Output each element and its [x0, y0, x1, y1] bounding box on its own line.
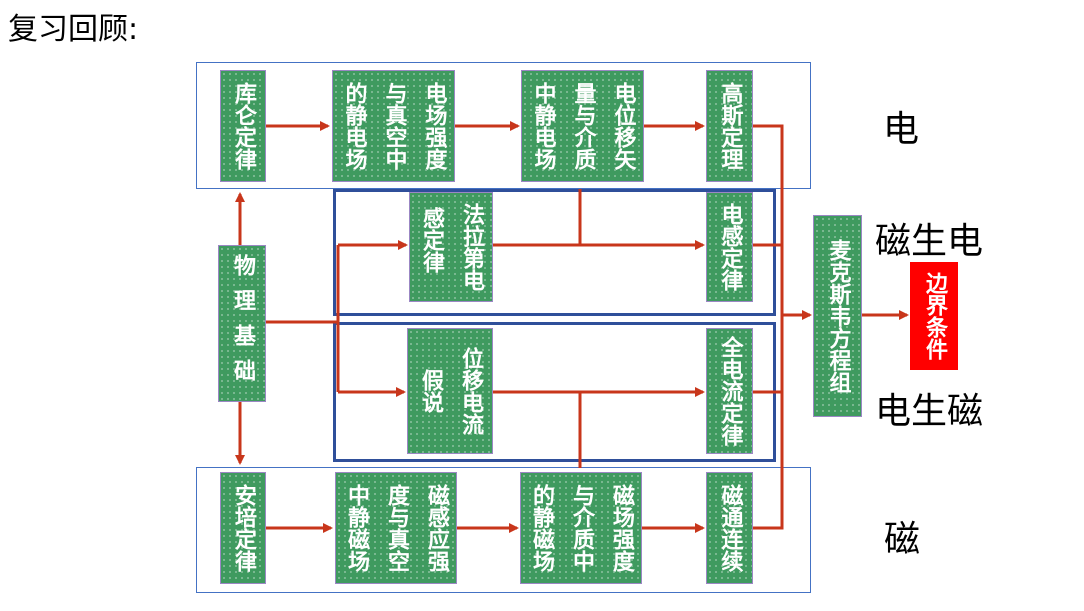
- node-coulomb-law: 库仑定律: [220, 70, 266, 182]
- magnetic-group-frame: [196, 467, 811, 593]
- node-gauss-theorem: 高斯定理: [706, 70, 753, 182]
- node-faraday-law: 法拉第电 感定律: [409, 192, 493, 302]
- label-mag-to-elec: 磁生电: [875, 221, 984, 262]
- page-title: 复习回顾:: [8, 12, 139, 47]
- label-magnetic: 磁: [884, 519, 921, 560]
- node-boundary-conditions: 边界条件: [910, 262, 958, 370]
- node-magnetic-field-medium: 磁场强度 与介质中 的静磁场: [520, 472, 642, 584]
- node-displacement-field-medium: 电位移矢 量与介质 中静电场: [521, 70, 644, 182]
- node-ampere-law: 安培定律: [220, 472, 266, 584]
- label-elec-to-mag: 电生磁: [875, 391, 984, 432]
- node-electric-field-vacuum: 电场强度 与真空中 的静电场: [332, 70, 455, 182]
- node-induction-law: 电感定律: [706, 192, 753, 302]
- node-full-current-law: 全电流定律: [706, 328, 753, 454]
- node-flux-continuity: 磁通连续: [706, 472, 753, 584]
- node-maxwell-equations: 麦克斯韦方程组: [813, 215, 862, 417]
- node-displacement-current: 位移电流 假说: [407, 328, 493, 454]
- node-physics-foundation: 物理基础: [218, 245, 266, 402]
- mag-to-elec-frame: [333, 189, 776, 316]
- label-electric: 电: [883, 109, 920, 150]
- node-magnetic-induction-vacuum: 磁感应强 度与真空 中静磁场: [335, 472, 457, 584]
- electric-group-frame: [196, 62, 811, 189]
